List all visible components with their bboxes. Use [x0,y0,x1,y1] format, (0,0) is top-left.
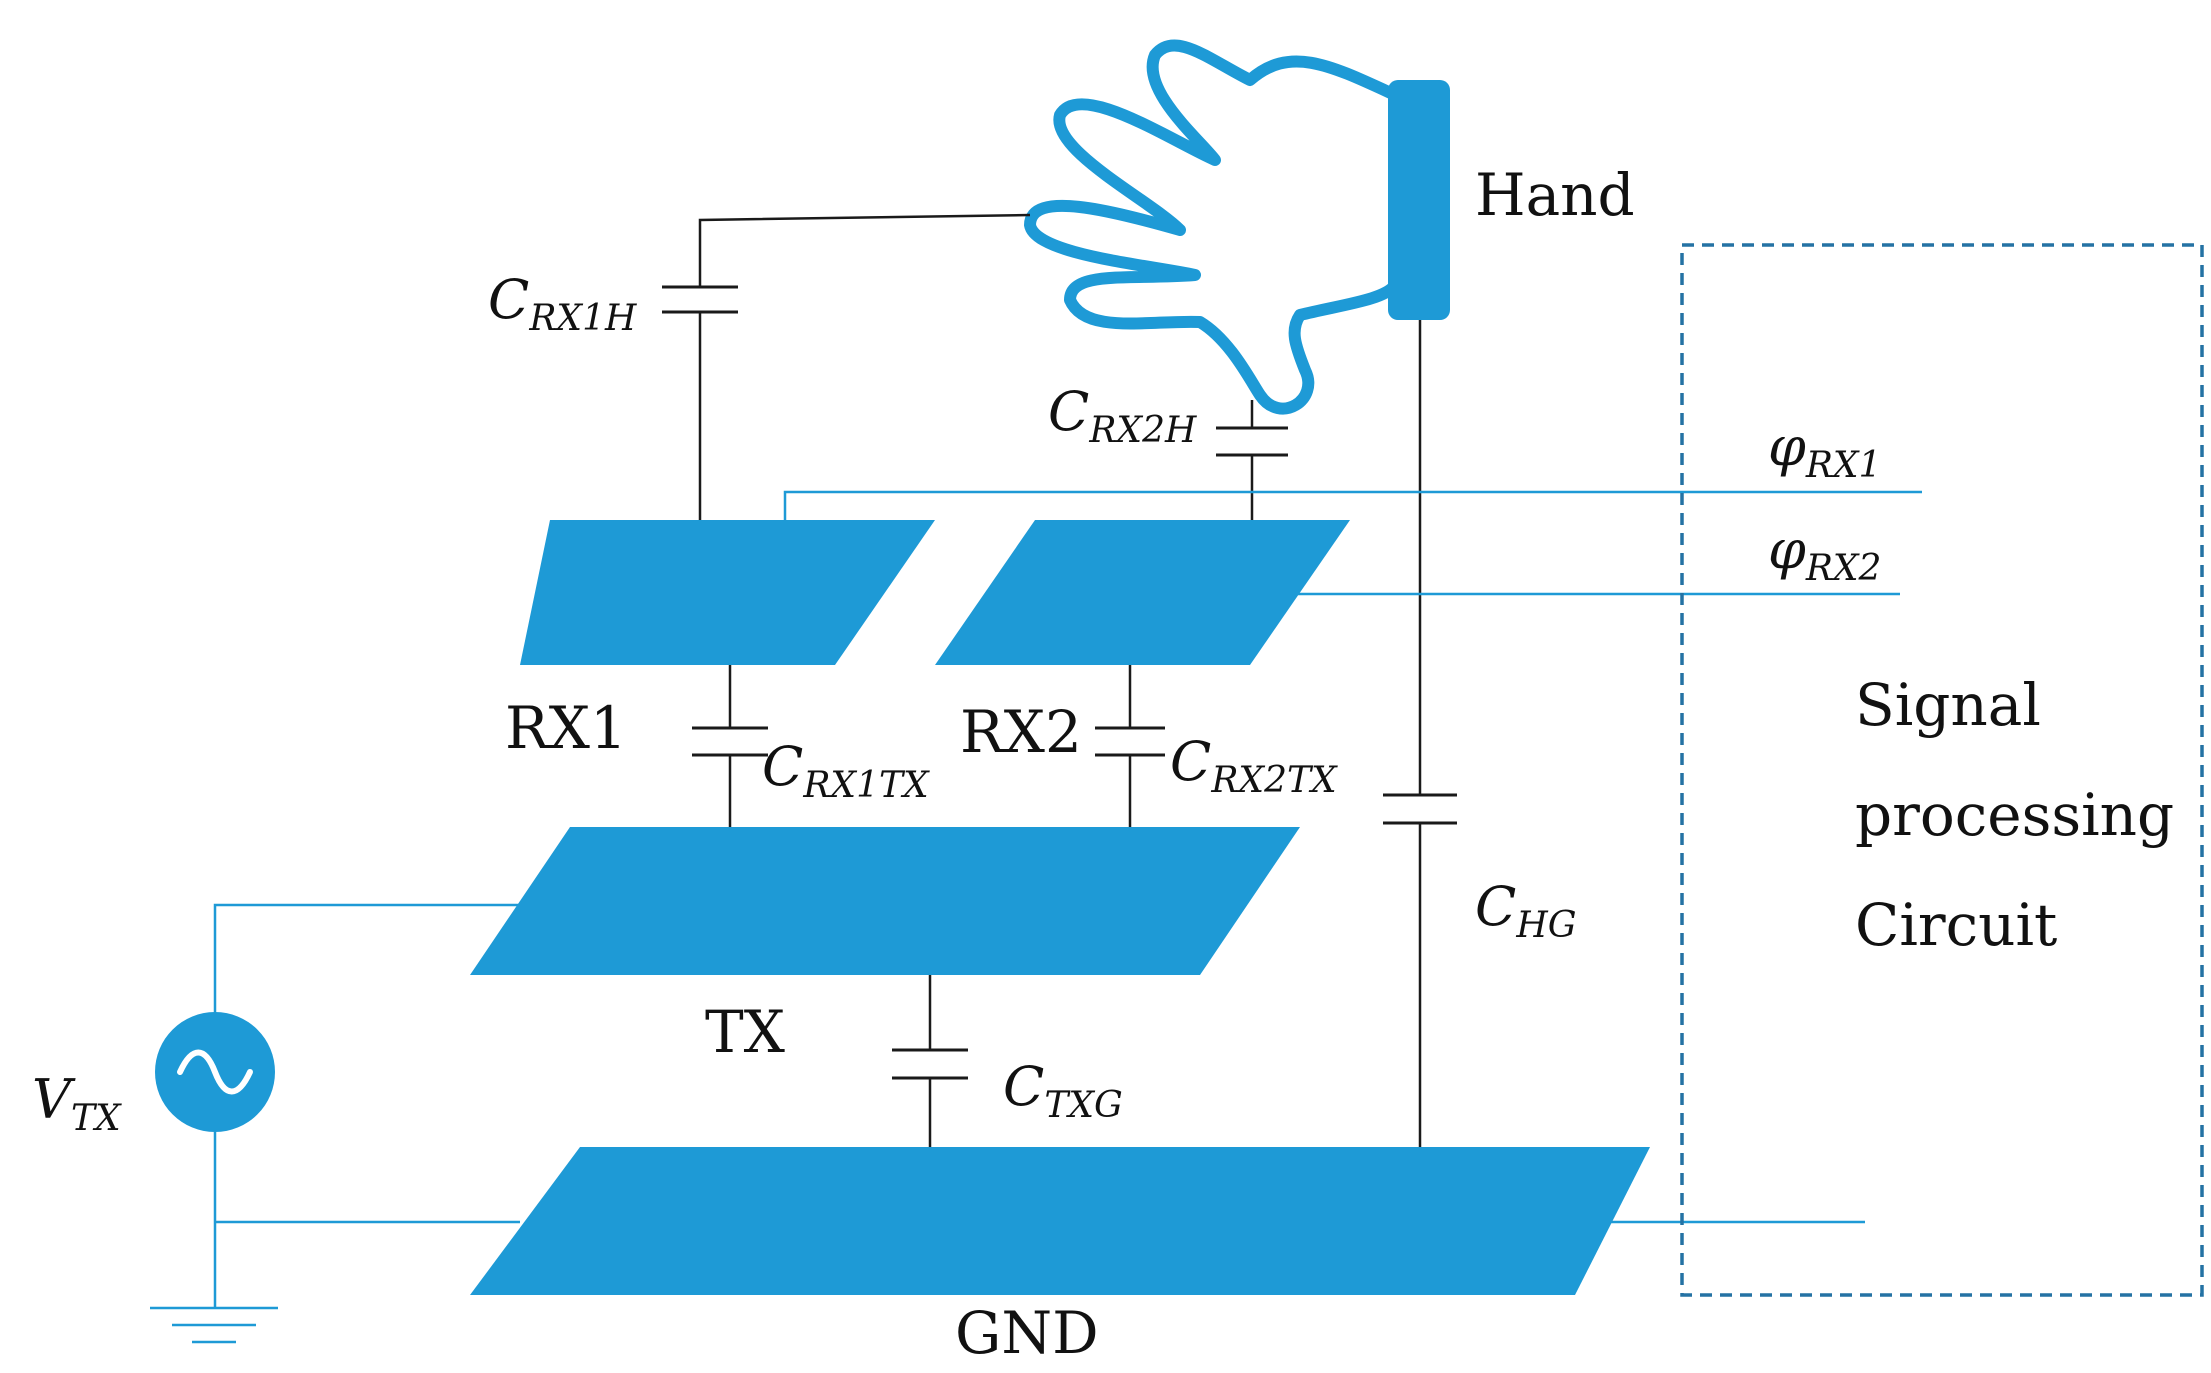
tx-label: TX [705,998,786,1066]
c-rx1tx-label: CRX1TX [762,735,930,806]
signal-label-line1: Signal [1855,671,2041,739]
rx2-plate [935,520,1350,665]
signal-label-line2: processing [1855,781,2174,849]
c-rx1h-label: CRX1H [488,268,637,339]
gnd-plate [470,1147,1650,1295]
signal-processing-box [1680,243,2204,1297]
gnd-label: GND [955,1299,1099,1367]
v-tx-label: VTX [32,1068,122,1139]
signal-label-line3: Circuit [1855,891,2057,959]
rx1-label: RX1 [505,694,627,762]
tx-plate [470,827,1300,975]
phi-rx2-label: φRX2 [1768,518,1881,589]
capacitor-rx1tx [692,665,768,827]
capacitor-rx1h [662,213,1031,520]
c-txg-label: CTXG [1003,1055,1123,1126]
hand-icon [1024,39,1450,415]
capacitor-hg [1383,320,1457,1147]
phi-rx1-label: φRX1 [1768,415,1881,486]
capacitor-txg [892,975,968,1147]
phi-rx1-line [783,490,1922,522]
ac-source-icon [155,1012,275,1132]
c-rx2tx-label: CRX2TX [1170,730,1338,801]
rx1-plate [520,520,935,665]
ground-symbol-icon [150,1306,278,1344]
capacitor-rx2h [1216,400,1288,520]
hand-label: Hand [1475,161,1635,229]
c-rx2h-label: CRX2H [1048,380,1197,451]
c-hg-label: CHG [1475,875,1576,946]
capacitor-rx2tx [1095,665,1165,827]
source-to-tx-wire [213,903,520,1015]
rx2-label: RX2 [960,698,1082,766]
